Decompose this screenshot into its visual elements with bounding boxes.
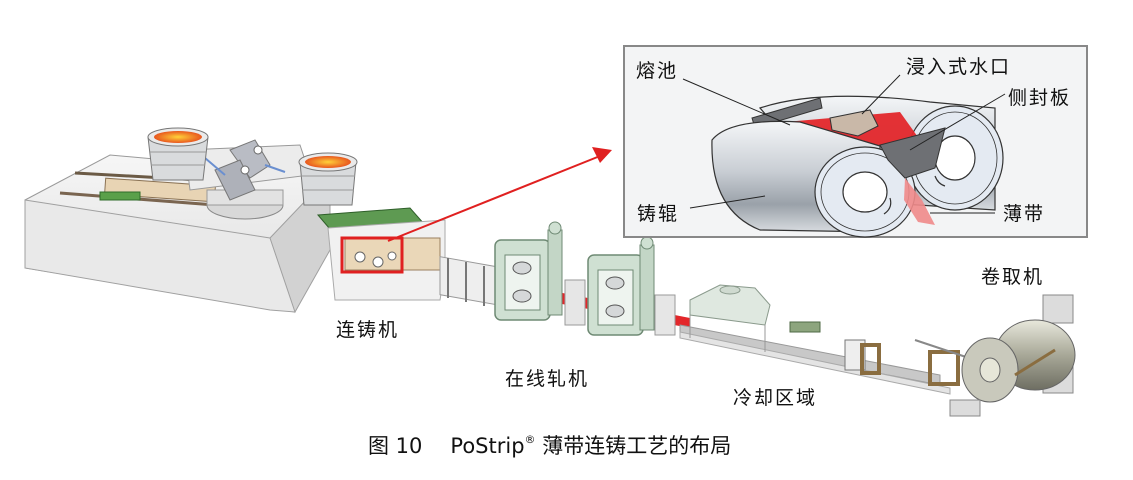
pinch-stands xyxy=(844,339,976,386)
caption-figure-number: 图 10 xyxy=(368,434,423,458)
ladle-turret xyxy=(184,139,311,220)
pinch-roll-stand xyxy=(439,256,501,306)
ladle-right xyxy=(298,152,358,206)
caption-title: 薄带连铸工艺的布局 xyxy=(542,434,732,458)
label-submerged-nozzle: 浸入式水口 xyxy=(906,56,1012,78)
label-side-dam: 侧封板 xyxy=(1008,87,1072,109)
label-rolling-mill: 在线轧机 xyxy=(505,368,590,390)
callout-arrow xyxy=(387,147,612,242)
caster-machine xyxy=(316,207,446,301)
inset-twin-roll-detail xyxy=(623,45,1088,238)
label-casting-roll: 铸辊 xyxy=(637,203,680,225)
rolling-mill-stand-1 xyxy=(494,221,586,326)
ladle-left xyxy=(147,127,209,181)
caption-registered-mark: ® xyxy=(524,433,536,446)
highlight-box xyxy=(340,236,404,274)
cooling-section xyxy=(679,284,951,395)
label-caster: 连铸机 xyxy=(336,319,400,341)
label-melt-pool: 熔池 xyxy=(636,60,679,82)
label-cooling-zone: 冷却区域 xyxy=(733,387,818,409)
caption-product-name: PoStrip xyxy=(450,434,525,458)
rolling-mill-stand-2 xyxy=(587,236,676,336)
label-coiler: 卷取机 xyxy=(981,266,1045,288)
coiler xyxy=(949,294,1076,417)
figure-caption: 图 10 PoStrip® 薄带连铸工艺的布局 xyxy=(368,430,731,460)
label-thin-strip: 薄带 xyxy=(1003,203,1046,225)
